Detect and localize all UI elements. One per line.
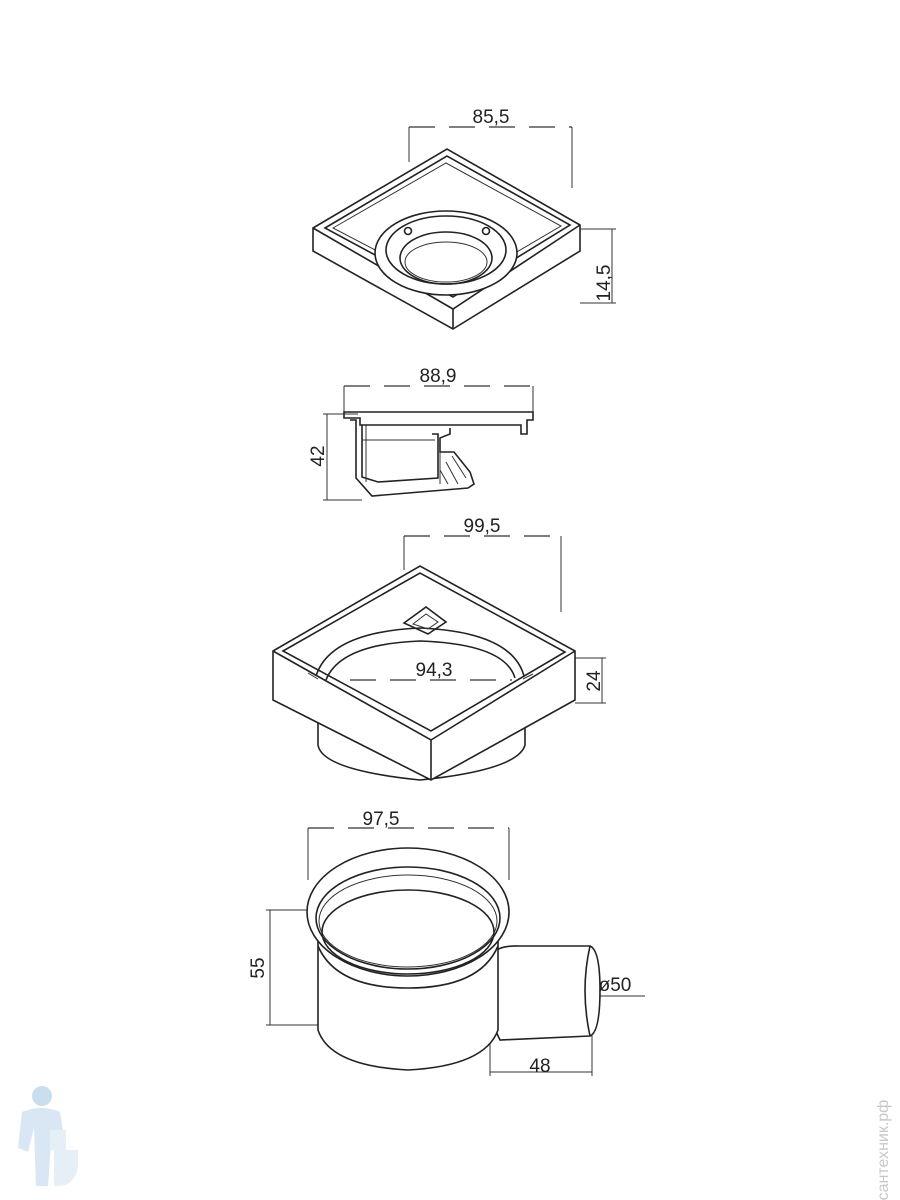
plumber-logo-icon — [18, 1086, 78, 1186]
trap-width-label: 97,5 — [363, 809, 400, 830]
section-width-label: 88,9 — [420, 366, 457, 387]
trap-view: 97,5 55 ø50 48 — [248, 809, 645, 1077]
watermark-text: сантехник.рф — [875, 1100, 892, 1200]
section-height-label: 42 — [308, 445, 329, 466]
top-width-label: 85,5 — [473, 107, 510, 128]
body-width-label: 99,5 — [464, 516, 501, 537]
drain-body-view: 99,5 94,3 24 — [272, 516, 606, 781]
grate-cover-view: 85,5 14,5 — [312, 107, 616, 330]
top-height-label: 14,5 — [594, 265, 615, 302]
body-height-label: 24 — [584, 670, 605, 692]
cross-section-view: 88,9 42 — [308, 366, 534, 501]
body-inner-label: 94,3 — [416, 660, 453, 681]
outlet-diameter-label: ø50 — [599, 975, 632, 996]
trap-height-label: 55 — [248, 957, 269, 978]
outlet-length-label: 48 — [529, 1056, 550, 1077]
